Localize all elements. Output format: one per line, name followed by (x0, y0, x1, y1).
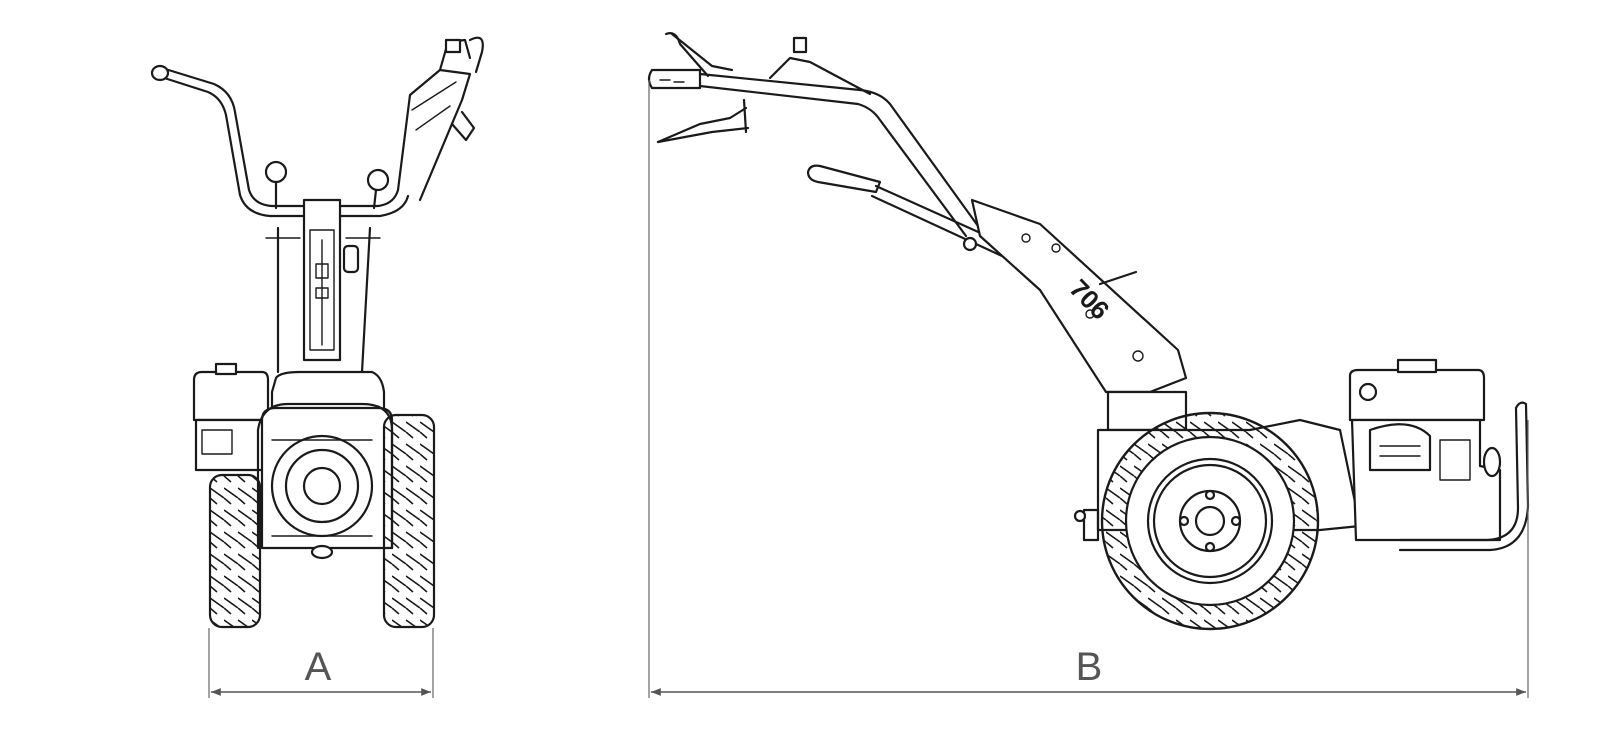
side-engine (1348, 358, 1502, 542)
side-view: 706 (647, 32, 1530, 631)
front-engine (192, 362, 270, 472)
front-steering-column (265, 198, 381, 374)
dimension-b: B (648, 80, 1529, 698)
front-right-wheel (382, 413, 436, 629)
side-bumper (1398, 401, 1530, 552)
front-control-knobs (264, 160, 390, 210)
side-upper-handle (647, 32, 980, 238)
front-handlebar (150, 36, 484, 218)
side-wheel (1100, 411, 1320, 631)
dimension-a: A (208, 628, 434, 698)
dimension-b-label: B (1076, 645, 1103, 689)
side-frame: 706 (962, 198, 1188, 394)
dimension-a-label: A (305, 645, 332, 689)
front-transmission (260, 370, 394, 560)
front-left-wheel (208, 473, 262, 629)
front-view (150, 36, 484, 629)
